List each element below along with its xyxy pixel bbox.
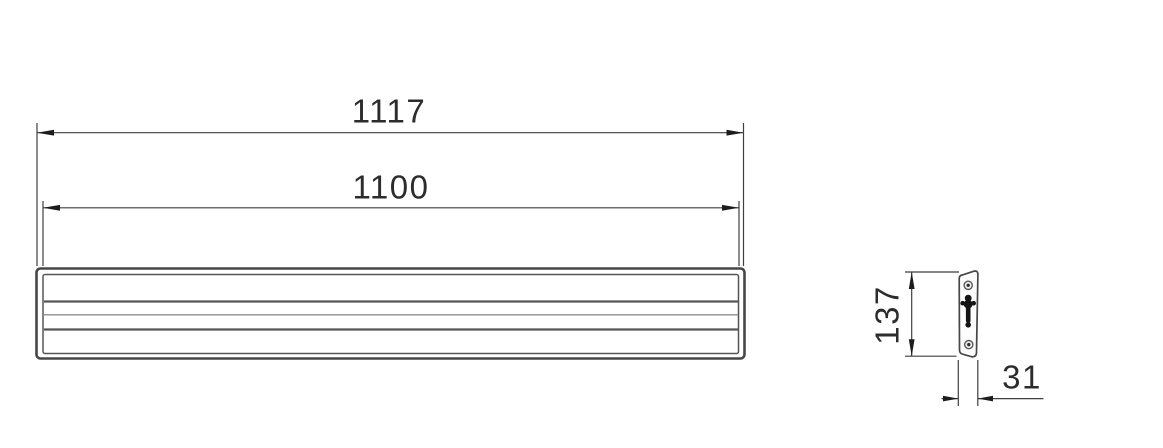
front-inner-frame xyxy=(42,273,740,355)
arrowhead-right-icon xyxy=(726,129,744,136)
arrowhead-left-icon xyxy=(37,129,54,136)
front-view xyxy=(35,267,746,360)
dim-overall-width xyxy=(36,123,745,266)
front-outer-frame xyxy=(35,267,746,360)
dim-label-height: 137 xyxy=(868,284,906,345)
dim-depth xyxy=(941,360,1044,406)
arrowhead-right-icon xyxy=(943,395,959,402)
arrowhead-left-icon xyxy=(43,204,60,211)
dim-label-depth: 31 xyxy=(1002,358,1042,396)
screw-hole-top-icon xyxy=(963,280,974,291)
dim-label-overall-width: 1117 xyxy=(351,92,427,130)
dim-inner-width xyxy=(42,201,740,266)
arrowhead-down-icon xyxy=(908,339,915,357)
keyhole-mount-icon xyxy=(960,294,976,328)
arrowhead-up-icon xyxy=(908,272,915,289)
side-view xyxy=(958,270,979,358)
screw-hole-bottom-icon xyxy=(964,339,974,350)
dim-label-inner-width: 1100 xyxy=(352,168,430,206)
dim-height xyxy=(905,271,959,357)
arrowhead-left-icon xyxy=(977,395,993,402)
arrowhead-right-icon xyxy=(722,204,739,211)
